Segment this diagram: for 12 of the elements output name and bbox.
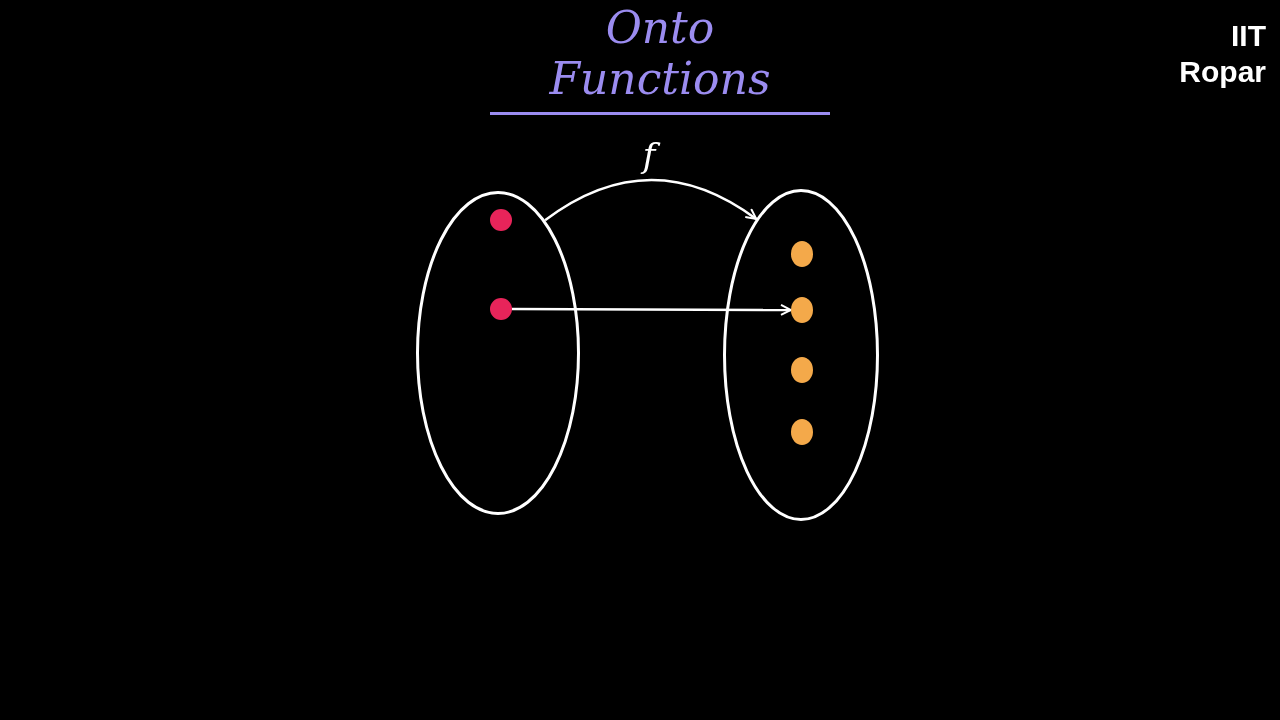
element-dot <box>791 241 813 267</box>
element-dot <box>791 419 813 445</box>
element-dot <box>791 357 813 383</box>
set-ellipse <box>723 189 879 521</box>
arrow <box>544 178 758 222</box>
element-dot <box>791 297 813 323</box>
arrow <box>512 303 792 316</box>
element-dot <box>490 298 512 320</box>
set-ellipse <box>416 191 580 515</box>
institute-label: IIT Ropar <box>1178 18 1266 90</box>
title: Onto Functions <box>490 2 830 115</box>
element-dot <box>490 209 512 231</box>
